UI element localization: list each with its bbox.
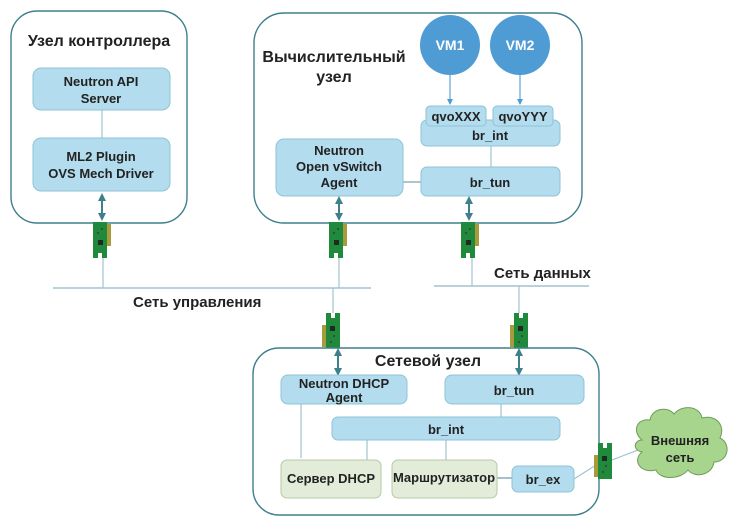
network-br-tun-label: br_tun: [494, 383, 535, 398]
management-network: Сеть управления: [53, 258, 371, 315]
management-network-label: Сеть управления: [133, 294, 261, 311]
ml2-plugin-box[interactable]: ML2 Plugin OVS Mech Driver: [32, 137, 171, 192]
dhcp-server-label: Сервер DHCP: [287, 471, 375, 486]
ovs-agent-label-line1: Neutron: [314, 143, 364, 158]
neutron-api-server-box[interactable]: Neutron API Server: [32, 67, 171, 111]
ml2-plugin-label-line2: OVS Mech Driver: [48, 166, 154, 181]
vm1-circle[interactable]: [420, 15, 480, 75]
network-node-data-nic-icon: [510, 313, 528, 349]
router-label: Маршрутизатор: [393, 470, 495, 485]
compute-br-tun-label: br_tun: [470, 175, 511, 190]
data-network-label: Сеть данных: [494, 265, 592, 282]
vm2-label: VM2: [506, 37, 535, 53]
nic-to-cloud-link: [611, 449, 639, 461]
external-network-label-line2: сеть: [666, 450, 695, 465]
router-box[interactable]: Маршрутизатор: [391, 459, 498, 499]
compute-data-nic-icon: [461, 222, 479, 258]
data-network: Сеть данных: [434, 258, 592, 315]
network-node-mgmt-nic-icon: [322, 313, 340, 349]
br-ex-label: br_ex: [526, 472, 561, 487]
compute-mgmt-nic-icon: [329, 222, 347, 258]
controller-nic-icon: [93, 222, 111, 258]
compute-node: Вычислительный узел VM1 VM2 br_int qvoXX…: [253, 12, 583, 224]
port-qvoxxx-label: qvoXXX: [431, 109, 480, 124]
port-qvoyyy-box[interactable]: qvoYYY: [492, 105, 554, 127]
controller-node: Узел контроллера Neutron API Server ML2 …: [10, 10, 188, 224]
compute-node-title-line2: узел: [316, 69, 352, 86]
vm2-circle[interactable]: [490, 15, 550, 75]
ml2-plugin-label-line1: ML2 Plugin: [66, 149, 135, 164]
br-ex-to-nic-link: [573, 464, 597, 480]
ovs-agent-box[interactable]: Neutron Open vSwitch Agent: [275, 138, 404, 197]
network-node: Сетевой узел Neutron DHCP Agent br_tun b…: [252, 347, 600, 516]
port-qvoyyy-label: qvoYYY: [498, 109, 547, 124]
br-ex-box[interactable]: br_ex: [511, 465, 575, 493]
external-network-cloud[interactable]: Внешняя сеть: [634, 407, 728, 478]
dhcp-agent-label-line1: Neutron DHCP: [299, 376, 390, 391]
network-br-tun-box[interactable]: br_tun: [444, 374, 585, 405]
dhcp-agent-label-line2: Agent: [326, 390, 364, 405]
external-network-label-line1: Внешняя: [651, 433, 709, 448]
dhcp-server-box[interactable]: Сервер DHCP: [280, 459, 382, 499]
ovs-agent-label-line3: Agent: [321, 175, 359, 190]
network-br-int-box[interactable]: br_int: [331, 416, 561, 441]
compute-node-title-line1: Вычислительный: [262, 49, 405, 66]
neutron-api-label-line1: Neutron API: [64, 74, 139, 89]
compute-br-int-label: br_int: [472, 128, 509, 143]
dhcp-agent-box[interactable]: Neutron DHCP Agent: [280, 374, 408, 405]
controller-node-title: Узел контроллера: [28, 33, 170, 50]
port-qvoxxx-box[interactable]: qvoXXX: [425, 105, 487, 127]
neutron-api-label-line2: Server: [81, 91, 121, 106]
cloud-shape: [634, 407, 728, 478]
ovs-agent-label-line2: Open vSwitch: [296, 159, 382, 174]
network-br-int-label: br_int: [428, 422, 465, 437]
network-node-title: Сетевой узел: [375, 353, 481, 370]
compute-br-tun-box[interactable]: br_tun: [420, 166, 561, 197]
vm1-label: VM1: [436, 37, 465, 53]
